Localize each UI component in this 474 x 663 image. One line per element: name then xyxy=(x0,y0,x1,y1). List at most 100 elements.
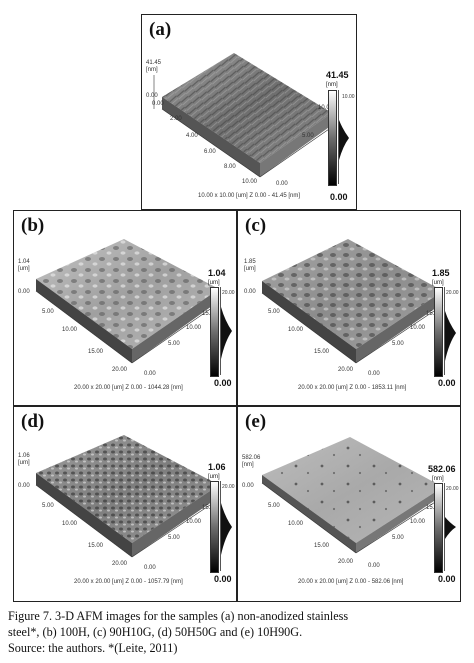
right-tick-a-1: 5.00 xyxy=(302,133,314,139)
x-tick-b-3: 15.00 xyxy=(88,349,104,355)
right-tick-c-1: 10.00 xyxy=(410,325,426,331)
hist-tick-d: 20.00 xyxy=(222,484,235,490)
scan-info-b: 20.00 x 20.00 [um] Z 0.00 - 1044.28 [nm] xyxy=(74,385,183,391)
right-tick-c-0: 15.00 xyxy=(426,311,441,317)
caption-line-2: steel*, (b) 100H, (c) 90H10G, (d) 50H50G… xyxy=(8,625,303,639)
afm-panel-a: (a) 41.45 [nm] 0.00 0.00 2.00 4.00 6.00 … xyxy=(141,14,357,210)
right-tick-e-2: 5.00 xyxy=(392,535,404,541)
figure-caption: Figure 7. 3-D AFM images for the samples… xyxy=(8,608,466,656)
zscale-max-a: 41.45 xyxy=(326,70,349,80)
panel-label-c: (c) xyxy=(245,215,267,236)
panel-label-d: (d) xyxy=(21,411,45,432)
zscale-unit-c: [um] xyxy=(432,280,444,286)
x-tick-c-3: 15.00 xyxy=(314,349,330,355)
zscale-bar-d xyxy=(210,481,219,573)
afm-panel-e: (e) 582.06 [nm] 0.00 5.00 10.00 15.00 20… xyxy=(237,406,461,602)
zscale-unit-a: [nm] xyxy=(326,82,338,88)
panel-label-e: (e) xyxy=(245,411,267,432)
y-top-a: 41.45 xyxy=(146,60,162,66)
afm-surface-a xyxy=(153,53,333,178)
afm-surface-e xyxy=(261,437,444,554)
zscale-histogram-d xyxy=(220,481,233,571)
zscale-histogram-b xyxy=(220,287,233,375)
scan-info-d: 20.00 x 20.00 [um] Z 0.00 - 1057.79 [nm] xyxy=(74,579,183,585)
y-unit-d: [um] xyxy=(18,460,30,466)
x-tick-a-2: 4.00 xyxy=(186,133,198,139)
zscale-min-b: 0.00 xyxy=(214,378,232,388)
caption-line-1: Figure 7. 3-D AFM images for the samples… xyxy=(8,609,349,623)
hist-tick-c: 20.00 xyxy=(446,290,459,296)
zscale-min-e: 0.00 xyxy=(438,574,456,584)
zscale-unit-b: [um] xyxy=(208,280,220,286)
y-zero-a: 0.00 xyxy=(146,93,158,99)
afm-surface-c xyxy=(261,239,444,364)
zscale-bar-c xyxy=(434,287,443,377)
zscale-min-a: 0.00 xyxy=(330,192,348,202)
zscale-histogram-a xyxy=(338,90,351,184)
x-tick-e-1: 5.00 xyxy=(268,503,280,509)
hist-tick-b: 20.00 xyxy=(222,290,235,296)
zscale-histogram-c xyxy=(444,287,457,375)
zscale-max-b: 1.04 xyxy=(208,268,226,278)
right-tick-d-0: 15.00 xyxy=(202,505,217,511)
zscale-unit-d: [um] xyxy=(208,474,220,480)
zscale-unit-e: [nm] xyxy=(432,476,444,482)
right-tick-b-3: 0.00 xyxy=(144,371,156,377)
y-unit-e: [nm] xyxy=(242,462,254,468)
afm-surface-d xyxy=(35,435,220,558)
y-unit-b: [um] xyxy=(18,266,30,272)
x-tick-c-2: 10.00 xyxy=(288,327,304,333)
zscale-bar-b xyxy=(210,287,219,377)
x-tick-a-4: 8.00 xyxy=(224,164,236,170)
right-tick-c-2: 5.00 xyxy=(392,341,404,347)
x-tick-e-2: 10.00 xyxy=(288,521,304,527)
y-zero-e: 0.00 xyxy=(242,483,254,489)
right-tick-b-2: 5.00 xyxy=(168,341,180,347)
x-tick-a-1: 2.00 xyxy=(170,116,182,122)
x-tick-d-1: 5.00 xyxy=(42,503,54,509)
y-zero-b: 0.00 xyxy=(18,289,30,295)
right-tick-d-3: 0.00 xyxy=(144,565,156,571)
y-zero-d: 0.00 xyxy=(18,483,30,489)
zscale-bar-e xyxy=(434,483,443,573)
panel-label-b: (b) xyxy=(21,215,45,236)
zscale-histogram-e xyxy=(444,483,457,571)
x-tick-d-2: 10.00 xyxy=(62,521,78,527)
afm-panel-c: (c) 1.85 [um] 0.00 5.00 10.00 15.00 20.0… xyxy=(237,210,461,406)
right-tick-e-1: 10.00 xyxy=(410,519,426,525)
right-tick-e-0: 15.00 xyxy=(426,505,441,511)
right-tick-e-3: 0.00 xyxy=(368,563,380,569)
right-tick-a-2: 0.00 xyxy=(276,181,288,187)
right-tick-b-1: 10.00 xyxy=(186,325,202,331)
x-tick-d-3: 15.00 xyxy=(88,543,104,549)
right-tick-c-3: 0.00 xyxy=(368,371,380,377)
hist-tick-e: 20.00 xyxy=(446,486,459,492)
y-top-b: 1.04 xyxy=(18,259,30,265)
right-tick-a-0: 10.00 xyxy=(318,105,334,111)
x-tick-d-4: 20.00 xyxy=(112,561,128,567)
x-tick-c-4: 20.00 xyxy=(338,367,354,373)
x-tick-a-5: 10.00 xyxy=(242,179,258,185)
right-tick-d-1: 10.00 xyxy=(186,519,202,525)
zscale-max-d: 1.06 xyxy=(208,462,226,472)
zscale-min-c: 0.00 xyxy=(438,378,456,388)
zscale-max-c: 1.85 xyxy=(432,268,450,278)
scan-info-a: 10.00 x 10.00 [um] Z 0.00 - 41.45 [nm] xyxy=(198,193,301,199)
y-zero-c: 0.00 xyxy=(244,289,256,295)
y-top-e: 582.06 xyxy=(242,455,261,461)
caption-source: Source: the authors. *(Leite, 2011) xyxy=(8,641,178,655)
afm-surface-b xyxy=(35,239,220,364)
zscale-max-e: 582.06 xyxy=(428,464,456,474)
right-tick-b-0: 15.00 xyxy=(202,311,217,317)
x-tick-e-4: 20.00 xyxy=(338,559,354,565)
hist-tick-a: 10.00 xyxy=(342,94,355,100)
scan-info-e: 20.00 x 20.00 [um] Z 0.00 - 582.06 [nm] xyxy=(298,579,404,585)
x-tick-b-1: 5.00 xyxy=(42,309,54,315)
y-top-c: 1.85 xyxy=(244,259,256,265)
zscale-bar-a xyxy=(328,90,337,186)
afm-panel-d: (d) 1.06 [um] 0.00 5.00 10.00 15.00 20.0… xyxy=(13,406,237,602)
zscale-min-d: 0.00 xyxy=(214,574,232,584)
right-tick-d-2: 5.00 xyxy=(168,535,180,541)
afm-panel-b: (b) 1.04 [um] 0.00 5.00 10.00 15.00 20.0… xyxy=(13,210,237,406)
scan-info-c: 20.00 x 20.00 [um] Z 0.00 - 1853.11 [nm] xyxy=(298,385,407,391)
